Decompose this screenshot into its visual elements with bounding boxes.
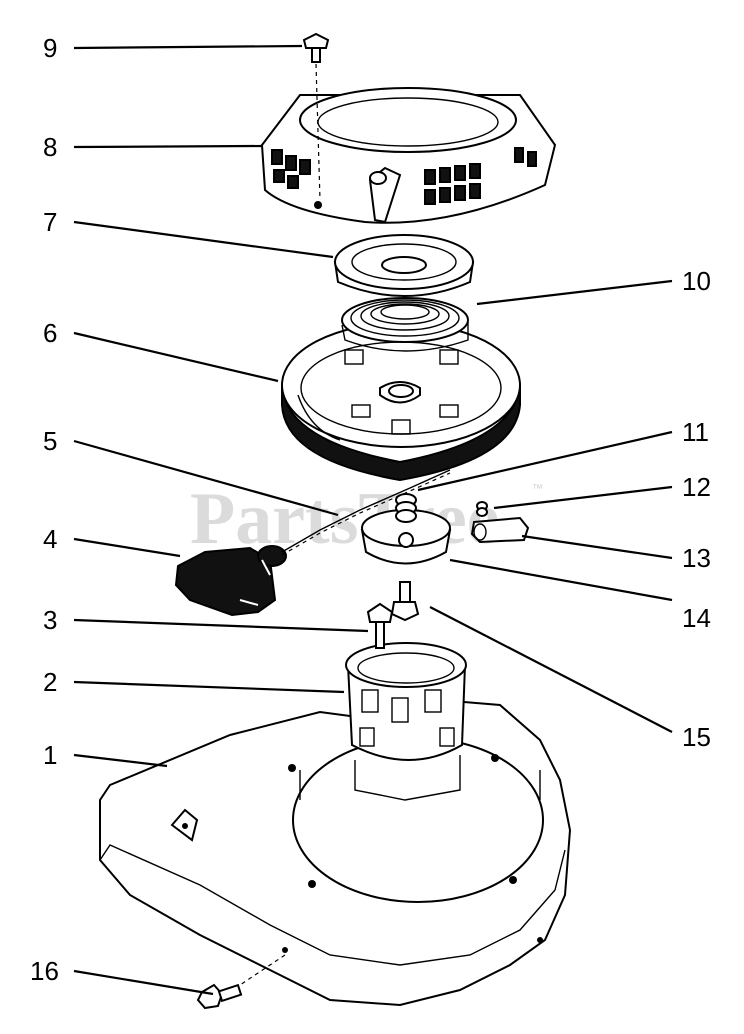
part-3-screw[interactable]	[366, 602, 394, 649]
callout-labels: 9 8 7 10 6 5 11 12 4 13 14 3 15 2 1 16	[30, 33, 711, 986]
cover-vents-right	[424, 147, 537, 205]
callout-15[interactable]: 15	[682, 722, 711, 752]
part-11-spring[interactable]	[395, 493, 417, 523]
part-12-small-spring[interactable]	[476, 501, 488, 517]
callout-6[interactable]: 6	[43, 318, 57, 348]
part-8-cover[interactable]	[260, 87, 557, 224]
callout-8[interactable]: 8	[43, 132, 57, 162]
callout-12[interactable]: 12	[682, 472, 711, 502]
part-7-spring-cover[interactable]	[333, 234, 475, 297]
part-9-screw[interactable]	[302, 32, 330, 201]
part-14-cam[interactable]	[360, 509, 452, 565]
watermark-text: PartsTree	[190, 478, 500, 560]
callout-3[interactable]: 3	[43, 605, 57, 635]
part-2-cup[interactable]	[345, 642, 467, 801]
callout-7[interactable]: 7	[43, 207, 57, 237]
callout-9[interactable]: 9	[43, 33, 57, 63]
callout-2[interactable]: 2	[43, 667, 57, 697]
callout-1[interactable]: 1	[43, 740, 57, 770]
part-16-screw[interactable]	[196, 983, 243, 1010]
part-15-bolt[interactable]	[390, 581, 420, 622]
callout-16[interactable]: 16	[30, 956, 59, 986]
callout-11[interactable]: 11	[682, 417, 709, 447]
part-1-housing[interactable]	[99, 698, 572, 1007]
callout-10[interactable]: 10	[682, 266, 711, 296]
callout-4[interactable]: 4	[43, 524, 57, 554]
leader-lines	[73, 44, 673, 996]
watermark-trademark: ™	[532, 483, 543, 495]
part-10-recoil-spring[interactable]	[341, 297, 469, 352]
callout-13[interactable]: 13	[682, 543, 711, 573]
part-5-rope[interactable]	[281, 469, 451, 556]
cover-vents-left	[271, 149, 311, 189]
part-4-handle[interactable]	[174, 545, 287, 617]
part-13-pawl[interactable]	[470, 516, 530, 544]
callout-14[interactable]: 14	[682, 603, 711, 633]
part-6-pulley[interactable]	[281, 322, 521, 482]
callout-5[interactable]: 5	[43, 426, 57, 456]
